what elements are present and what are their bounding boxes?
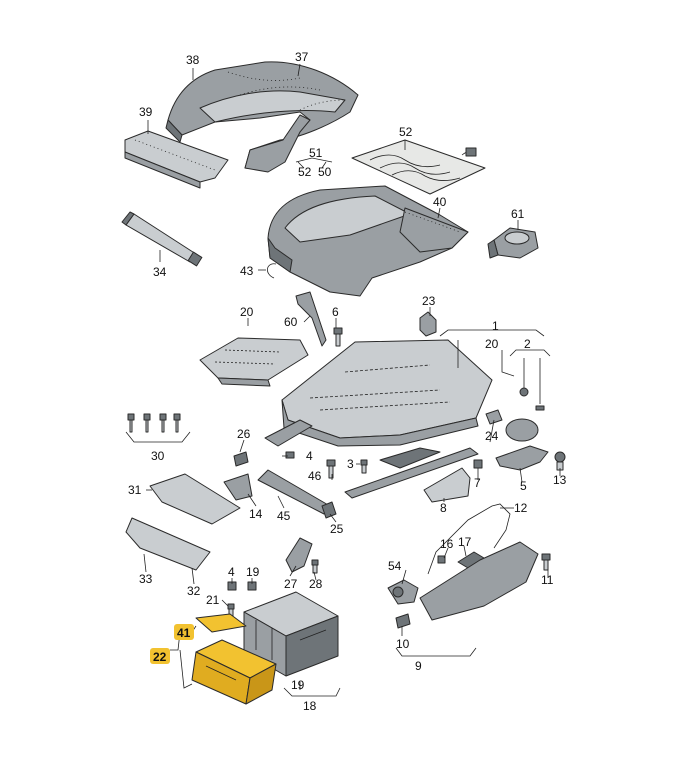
- callout-20-right: 20: [485, 337, 499, 351]
- seat-cushion-foam: [165, 61, 359, 173]
- lumbar-adjuster: [487, 227, 539, 259]
- callout-41: 41: [177, 626, 191, 640]
- callout-41-highlight: [174, 624, 194, 640]
- bracket-27: [285, 537, 313, 573]
- callout-39: 39: [139, 105, 153, 119]
- callout-28: 28: [309, 577, 323, 591]
- callout-24: 24: [485, 429, 499, 443]
- recliner-mechanism: [495, 418, 549, 471]
- connector-16: [437, 555, 446, 564]
- nut-4: [285, 451, 295, 459]
- callout-51: 51: [309, 146, 323, 160]
- callout-25: 25: [330, 522, 344, 536]
- bolt-46: [326, 459, 336, 479]
- drawer-cover-41: [195, 613, 247, 633]
- callout-52-top: 52: [399, 125, 413, 139]
- callout-10: 10: [396, 637, 410, 651]
- callout-7: 7: [474, 476, 481, 490]
- clip-26: [233, 451, 249, 467]
- seat-cover: [267, 185, 469, 297]
- storage-drawer-22: [191, 639, 277, 705]
- drawer-housing: [243, 591, 339, 677]
- callout-45: 45: [277, 509, 291, 523]
- callout-19-lower: 19: [291, 678, 305, 692]
- callout-4-lower: 4: [228, 565, 235, 579]
- retaining-clip: [267, 263, 277, 279]
- callout-30: 30: [151, 449, 165, 463]
- callout-1: 1: [492, 319, 499, 333]
- callout-6: 6: [332, 305, 339, 319]
- trim-panel-32: [125, 517, 211, 571]
- bolt-6: [333, 327, 343, 347]
- callout-33: 33: [139, 572, 153, 586]
- callout-52-sub: 52: [298, 165, 312, 179]
- callout-11: 11: [541, 573, 554, 587]
- callout-34: 34: [153, 265, 167, 279]
- bowden-cable: [427, 503, 511, 575]
- callout-13: 13: [553, 473, 567, 487]
- cap-14: [223, 473, 253, 501]
- callout-20-top: 20: [240, 305, 254, 319]
- screw-3: [360, 459, 368, 474]
- heating-mat: [351, 139, 486, 195]
- callout-17: 17: [458, 535, 472, 549]
- callout-4-upper: 4: [306, 449, 313, 463]
- callout-2: 2: [524, 337, 531, 351]
- callout-3: 3: [347, 457, 354, 471]
- callout-14: 14: [249, 507, 263, 521]
- side-panel-9: [419, 541, 539, 621]
- bracket-23: [419, 311, 437, 337]
- screw-28: [311, 559, 319, 574]
- bolt-13: [554, 451, 566, 471]
- callout-26: 26: [237, 427, 251, 441]
- callout-32: 32: [187, 584, 201, 598]
- callout-43: 43: [240, 264, 254, 278]
- trim-panel-31: [149, 473, 241, 525]
- callout-21: 21: [206, 593, 220, 607]
- callout-31: 31: [128, 483, 142, 497]
- clip-10: [395, 613, 411, 629]
- screw-set-30: [127, 413, 181, 433]
- seat-frame: [264, 339, 493, 499]
- callout-50: 50: [318, 165, 332, 179]
- callout-37: 37: [295, 50, 309, 64]
- callout-23: 23: [422, 294, 436, 308]
- callout-18: 18: [303, 699, 317, 713]
- leader-lines: [125, 63, 561, 697]
- callout-16: 16: [440, 537, 454, 551]
- callout-22-highlight: [150, 648, 170, 664]
- motor-54: [387, 579, 419, 605]
- callout-54: 54: [388, 559, 402, 573]
- adjust-lever: [295, 291, 327, 347]
- callout-46: 46: [308, 469, 322, 483]
- callout-labels: 38 37 39 52 51 52 50 40 61 34 43 23 20 6…: [128, 50, 567, 713]
- callout-61: 61: [511, 207, 525, 221]
- cushion-insert: [124, 130, 229, 189]
- bracket-24: [485, 409, 503, 425]
- callout-5: 5: [520, 479, 527, 493]
- callout-19-upper: 19: [246, 565, 260, 579]
- callout-27: 27: [284, 577, 298, 591]
- callout-22: 22: [153, 650, 167, 664]
- bolt-11: [541, 553, 551, 571]
- callout-60: 60: [284, 315, 298, 329]
- mounting-hardware-2: [519, 387, 545, 411]
- callout-12: 12: [514, 501, 528, 515]
- callout-38: 38: [186, 53, 200, 67]
- seat-pan: [199, 337, 309, 387]
- clip-7: [473, 459, 483, 469]
- callout-40: 40: [433, 195, 447, 209]
- callout-9: 9: [415, 659, 422, 673]
- callout-8: 8: [440, 501, 447, 515]
- adhesive-tube: [121, 211, 203, 267]
- side-trim-8: [423, 467, 471, 503]
- clip-25: [321, 501, 337, 519]
